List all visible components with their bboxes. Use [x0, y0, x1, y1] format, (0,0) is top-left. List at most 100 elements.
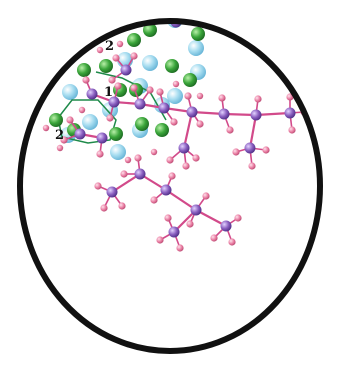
c-c-bond [111, 173, 141, 193]
magnifier-frame [17, 18, 323, 354]
hydrogen-atom [150, 148, 158, 156]
hydrogen-atom [124, 156, 132, 164]
hydrogen-atom [262, 146, 270, 154]
c-c-bond [255, 111, 291, 117]
carbon-atom [220, 220, 232, 232]
hydrogen-atom [228, 238, 236, 246]
c-c-bond [182, 111, 194, 149]
hydrogen-atom [94, 182, 102, 190]
carbon-atom [108, 96, 120, 108]
surface-green-atom [127, 33, 141, 47]
hydrogen-atom [118, 202, 126, 210]
c-c-bond [165, 189, 197, 211]
hydrogen-atom [108, 76, 116, 84]
carbon-atom [158, 102, 170, 114]
surface-green-atom [155, 123, 169, 137]
hydrogen-atom [100, 204, 108, 212]
hydrogen-atom [164, 214, 172, 222]
molecule-atoms [42, 6, 308, 252]
surface-green-atom [165, 59, 179, 73]
hydrogen-atom [56, 144, 64, 152]
surface-green-atom [99, 59, 113, 73]
surface-green-atom [183, 73, 197, 87]
hydrogen-atom [164, 6, 171, 13]
hydrogen-atom [82, 76, 90, 84]
carbon-atom [120, 64, 132, 76]
carbon-atom [178, 142, 190, 154]
hydrogen-atom [184, 92, 192, 100]
hydrogen-atom [120, 170, 128, 178]
surface-cyan-atom [62, 84, 78, 100]
hydrogen-atom [130, 52, 138, 60]
c-c-bond [195, 209, 227, 227]
surface-green-atom [109, 127, 123, 141]
hydrogen-atom [106, 114, 114, 122]
hydrogen-atom [168, 172, 176, 180]
carbon-atom [134, 168, 146, 180]
hydrogen-atom [186, 220, 194, 228]
site-label-top: 2 [105, 39, 114, 54]
hydrogen-atom [42, 124, 50, 132]
hydrogen-atom [176, 244, 184, 252]
surface-green-atom [191, 27, 205, 41]
carbon-atom [218, 108, 230, 120]
carbon-atom [244, 142, 256, 154]
hydrogen-atom [196, 92, 204, 100]
lens-content [42, 6, 308, 252]
carbon-atom [106, 186, 118, 198]
hydrogen-atom [254, 95, 262, 103]
hydrogen-atom [96, 46, 104, 54]
surface-cyan-atom [188, 40, 204, 56]
carbon-atom [74, 128, 86, 140]
molecule-bonds [63, 21, 305, 249]
carbon-atom [168, 226, 180, 238]
hydrogen-atom [182, 8, 189, 15]
hydrogen-atom [232, 148, 240, 156]
hydrogen-atom [196, 120, 204, 128]
hydrogen-atom [96, 150, 104, 158]
hydrogen-atom [182, 162, 190, 170]
hydrogen-atom [234, 214, 242, 222]
hydrogen-atom [156, 88, 164, 96]
surface-cyan-atom [167, 88, 183, 104]
hydrogen-atom [116, 40, 124, 48]
carbon-atom [86, 88, 98, 100]
site-label-middle: 1 [104, 85, 113, 100]
hydrogen-atom [210, 234, 218, 242]
hydrogen-atom [218, 94, 226, 102]
carbon-atom [190, 204, 202, 216]
carbon-atom [96, 132, 108, 144]
hydrogen-atom [150, 196, 158, 204]
carbon-atom [284, 107, 296, 119]
site-label-left: 2 [55, 128, 64, 143]
hydrogen-atom [172, 80, 180, 88]
hydrogen-atom [192, 154, 200, 162]
carbon-atom [250, 109, 262, 121]
surface-green-atom [77, 63, 91, 77]
hydrogen-atom [288, 126, 296, 134]
carbon-atom [134, 98, 146, 110]
hydrogen-atom [170, 118, 178, 126]
surface-cyan-atom [142, 55, 158, 71]
hydrogen-atom [60, 136, 68, 144]
carbon-atom [186, 106, 198, 118]
hydrogen-atom [66, 116, 74, 124]
surface-cyan-atom [82, 114, 98, 130]
surface-green-atom [49, 113, 63, 127]
carbon-atom [160, 184, 172, 196]
hydrogen-atom [114, 82, 122, 90]
hydrogen-atom [146, 86, 154, 94]
hydrogen-atom [156, 236, 164, 244]
c-c-bond [248, 114, 258, 149]
hydrogen-atom [78, 106, 86, 114]
surface-green-atom [143, 23, 157, 37]
hydrogen-atom [248, 162, 256, 170]
hydrogen-atom [130, 84, 138, 92]
surface-green-atom [135, 117, 149, 131]
hydrogen-atom [134, 154, 142, 162]
hydrogen-atom [166, 156, 174, 164]
surface-cyan-atom [110, 144, 126, 160]
hydrogen-atom [112, 54, 120, 62]
catalyst-surface [49, 21, 206, 160]
hydrogen-atom [202, 192, 210, 200]
